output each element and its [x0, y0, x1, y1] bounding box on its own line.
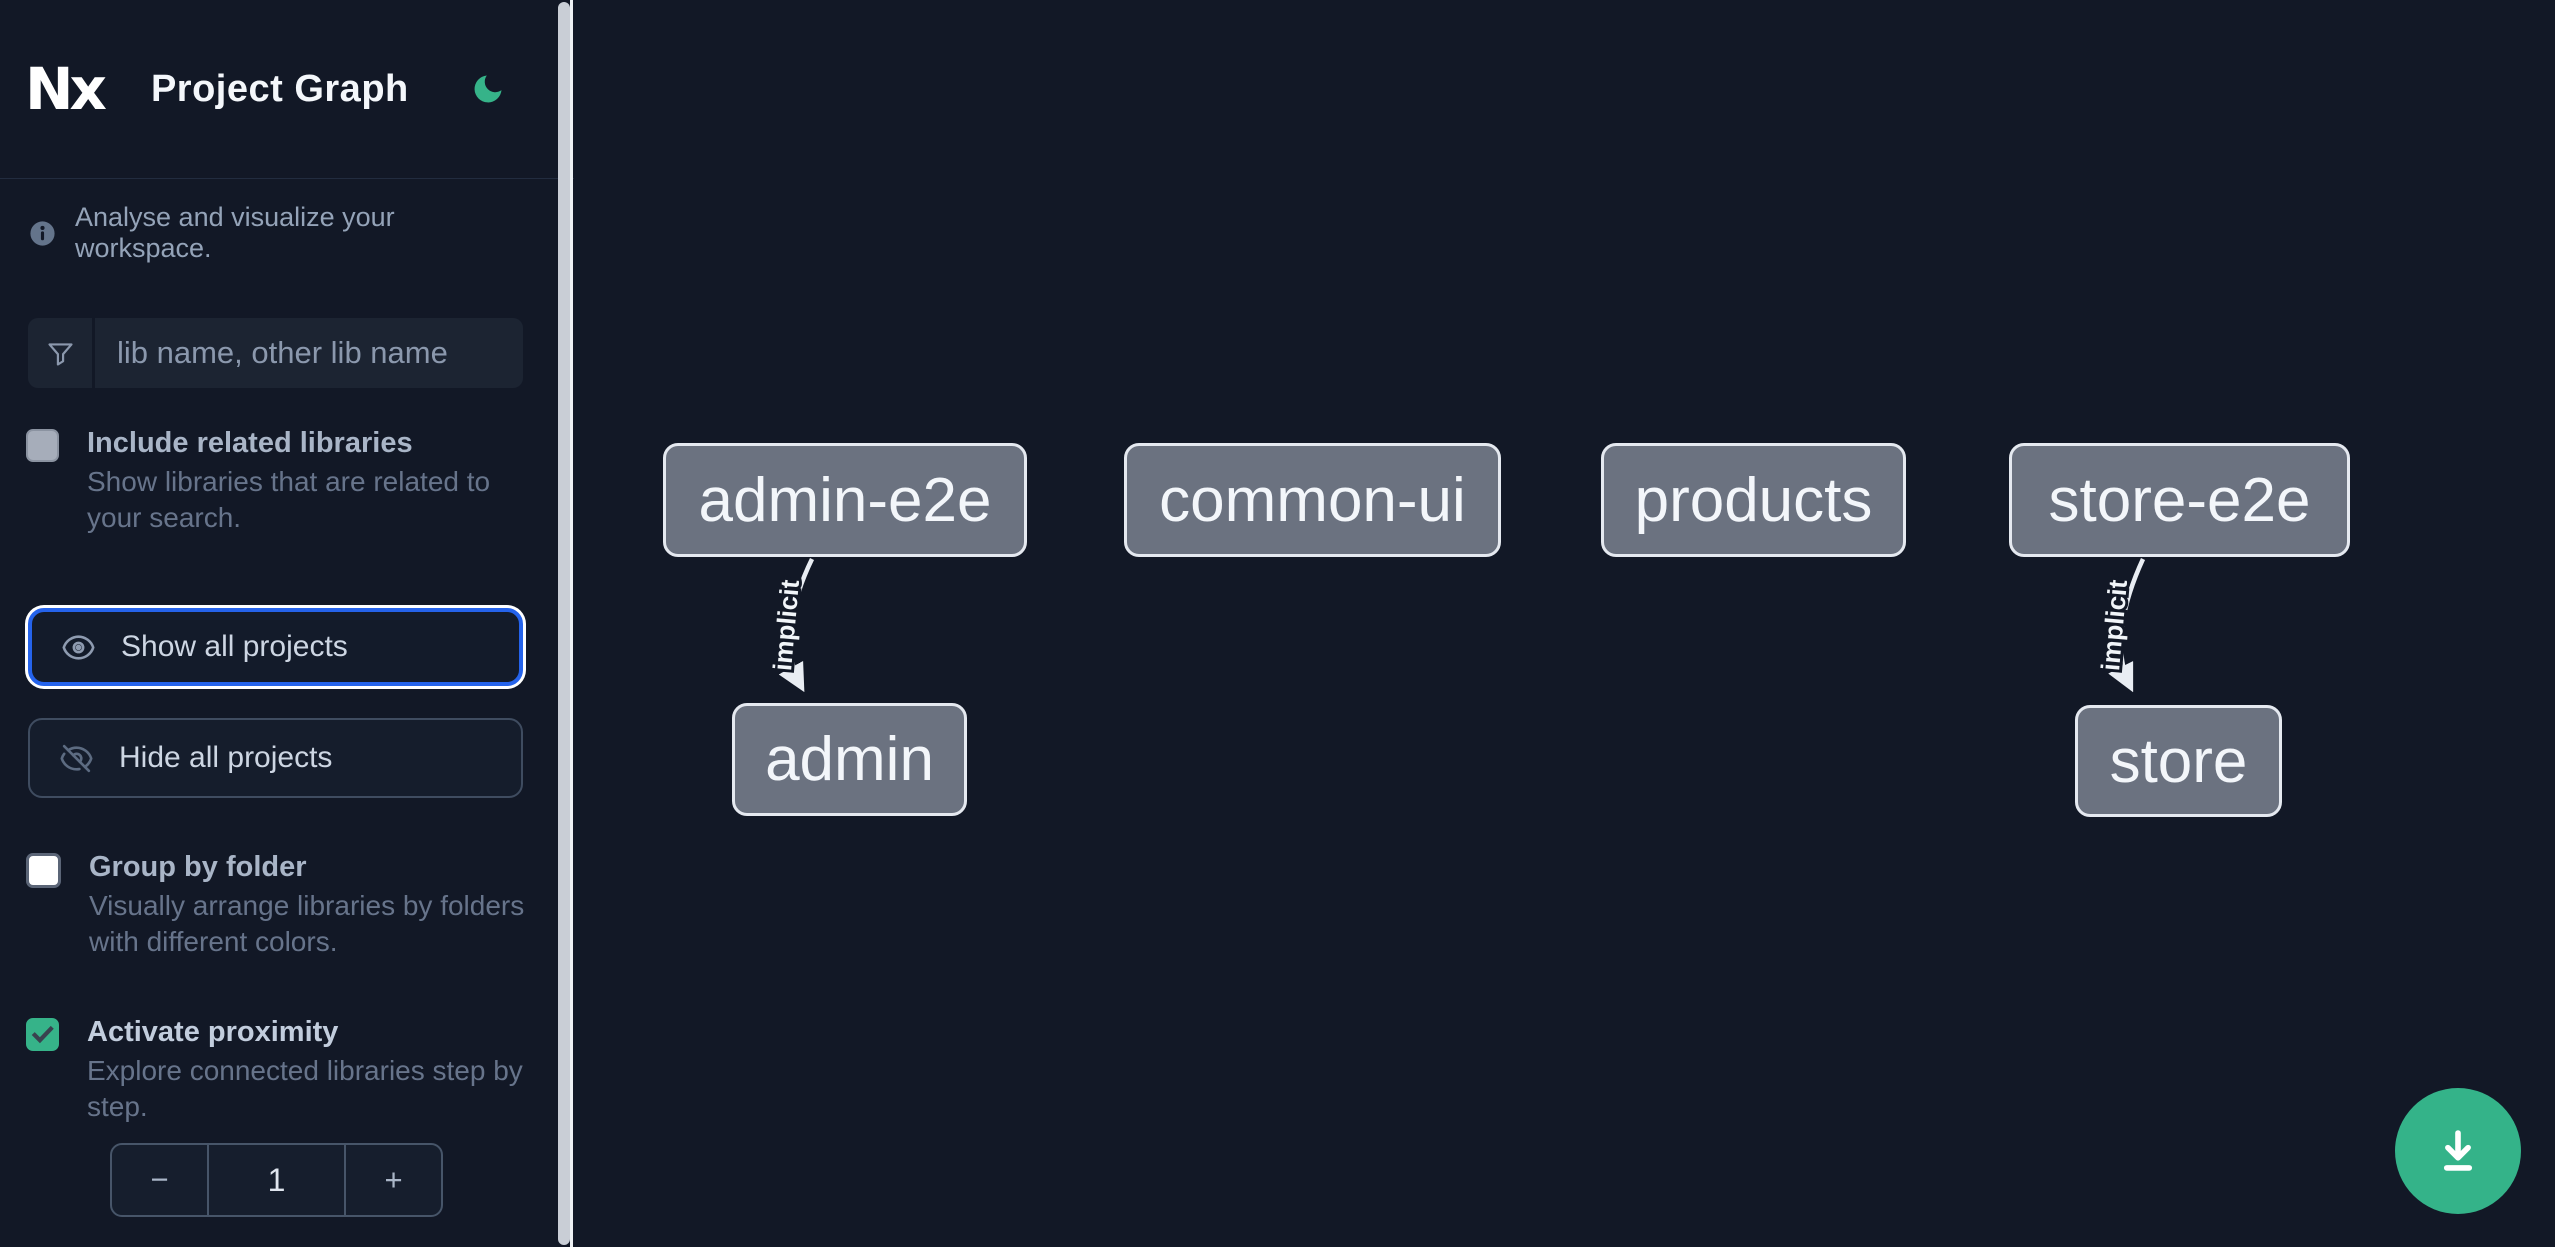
stepper-value: 1 [209, 1145, 346, 1215]
show-all-projects-button[interactable]: Show all projects [28, 608, 523, 686]
graph-node-store[interactable]: store [2075, 705, 2282, 817]
edge-label-store-e2e: implicit [2095, 578, 2133, 672]
search-box [28, 318, 523, 388]
include-related-row: Include related libraries Show libraries… [26, 426, 536, 536]
eye-icon [60, 629, 97, 666]
tagline-text: Analyse and visualize your workspace. [75, 202, 395, 263]
download-icon [2431, 1124, 2485, 1178]
theme-toggle-button[interactable] [468, 70, 508, 110]
include-related-description: Show libraries that are related to your … [87, 466, 491, 533]
check-icon [30, 1022, 55, 1047]
eye-off-icon [58, 740, 95, 777]
include-related-checkbox[interactable] [26, 429, 59, 462]
group-by-folder-description: Visually arrange libraries by folders wi… [89, 890, 525, 957]
nx-logo: Nx [25, 55, 107, 123]
hide-all-projects-button[interactable]: Hide all projects [28, 718, 523, 798]
graph-edge-admin-e2e-admin[interactable] [778, 558, 815, 693]
scrollbar-thumb[interactable] [558, 2, 570, 1245]
activate-proximity-row: Activate proximity Explore connected lib… [26, 1015, 536, 1125]
group-by-folder-row: Group by folder Visually arrange librari… [26, 850, 536, 960]
group-by-folder-label: Group by folder [89, 851, 307, 883]
include-related-label: Include related libraries [87, 427, 413, 459]
graph-node-products[interactable]: products [1601, 443, 1906, 557]
scrollbar-track [570, 0, 573, 1247]
graph-node-common-ui[interactable]: common-ui [1124, 443, 1501, 557]
page-title: Project Graph [150, 67, 409, 110]
filter-icon [28, 318, 95, 388]
group-by-folder-checkbox[interactable] [26, 853, 61, 888]
show-all-projects-label: Show all projects [121, 630, 348, 663]
graph-node-admin[interactable]: admin [732, 703, 967, 816]
sidebar-header: Nx Project Graph [0, 0, 574, 179]
hide-all-projects-label: Hide all projects [119, 741, 333, 774]
graph-node-admin-e2e[interactable]: admin-e2e [663, 443, 1027, 557]
moon-icon [470, 75, 506, 110]
search-input[interactable] [95, 318, 523, 388]
info-icon [28, 219, 57, 248]
proximity-depth-stepper: − 1 + [110, 1143, 443, 1217]
download-button[interactable] [2395, 1088, 2521, 1214]
tagline-row: Analyse and visualize your workspace. [28, 202, 538, 264]
decrement-button[interactable]: − [112, 1145, 209, 1215]
activate-proximity-label: Activate proximity [87, 1016, 339, 1048]
increment-button[interactable]: + [346, 1145, 441, 1215]
activate-proximity-description: Explore connected libraries step by step… [87, 1055, 523, 1122]
sidebar: Nx Project Graph Analyse and visualize y… [0, 0, 574, 1247]
activate-proximity-checkbox[interactable] [26, 1018, 59, 1051]
edge-label-admin-e2e: implicit [767, 578, 805, 672]
graph-edge-store-e2e-store[interactable] [2108, 558, 2146, 693]
sidebar-scrollbar [558, 0, 574, 1247]
graph-node-store-e2e[interactable]: store-e2e [2009, 443, 2350, 557]
